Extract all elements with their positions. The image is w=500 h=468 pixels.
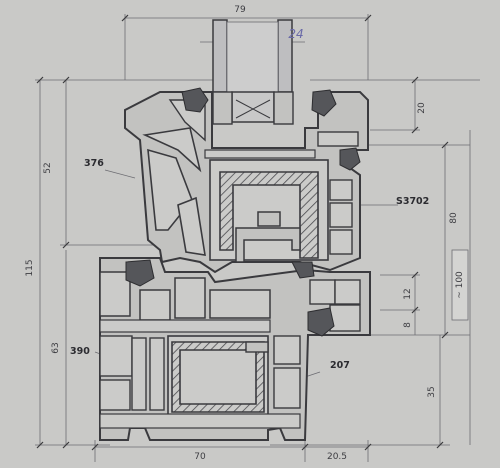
label-376: 376 bbox=[84, 158, 104, 169]
dim-35: 35 bbox=[427, 386, 437, 397]
dim-8: 8 bbox=[403, 322, 413, 328]
dim-12: 12 bbox=[403, 288, 413, 299]
approx-box bbox=[451, 249, 469, 321]
dim-205: 20.5 bbox=[327, 452, 347, 462]
dim-100: ~ 100 bbox=[455, 271, 465, 299]
glazing-unit bbox=[212, 19, 294, 125]
dimension-labels: 79 24 20 52 115 80 ~ 100 12 8 63 35 70 2… bbox=[25, 5, 465, 462]
glazing-gaskets bbox=[181, 87, 361, 171]
dim-80: 80 bbox=[449, 212, 459, 224]
dim-115: 115 bbox=[25, 259, 35, 276]
dim-top-width: 79 bbox=[234, 5, 246, 15]
part-labels: 376 S3702 390 207 bbox=[70, 158, 429, 371]
label-390: 390 bbox=[70, 346, 90, 357]
dim-20: 20 bbox=[417, 102, 427, 114]
dim-glass: 24 bbox=[288, 27, 303, 41]
label-207: 207 bbox=[330, 360, 350, 371]
steel-reinforcement-s3702 bbox=[219, 171, 319, 263]
frame-gaskets bbox=[125, 259, 335, 337]
steel-reinforcement-207 bbox=[171, 341, 269, 413]
dim-63: 63 bbox=[51, 342, 61, 353]
dim-70: 70 bbox=[194, 452, 206, 462]
dimension-ticks bbox=[36, 14, 449, 451]
label-s3702: S3702 bbox=[396, 196, 429, 207]
dim-52: 52 bbox=[43, 162, 53, 173]
